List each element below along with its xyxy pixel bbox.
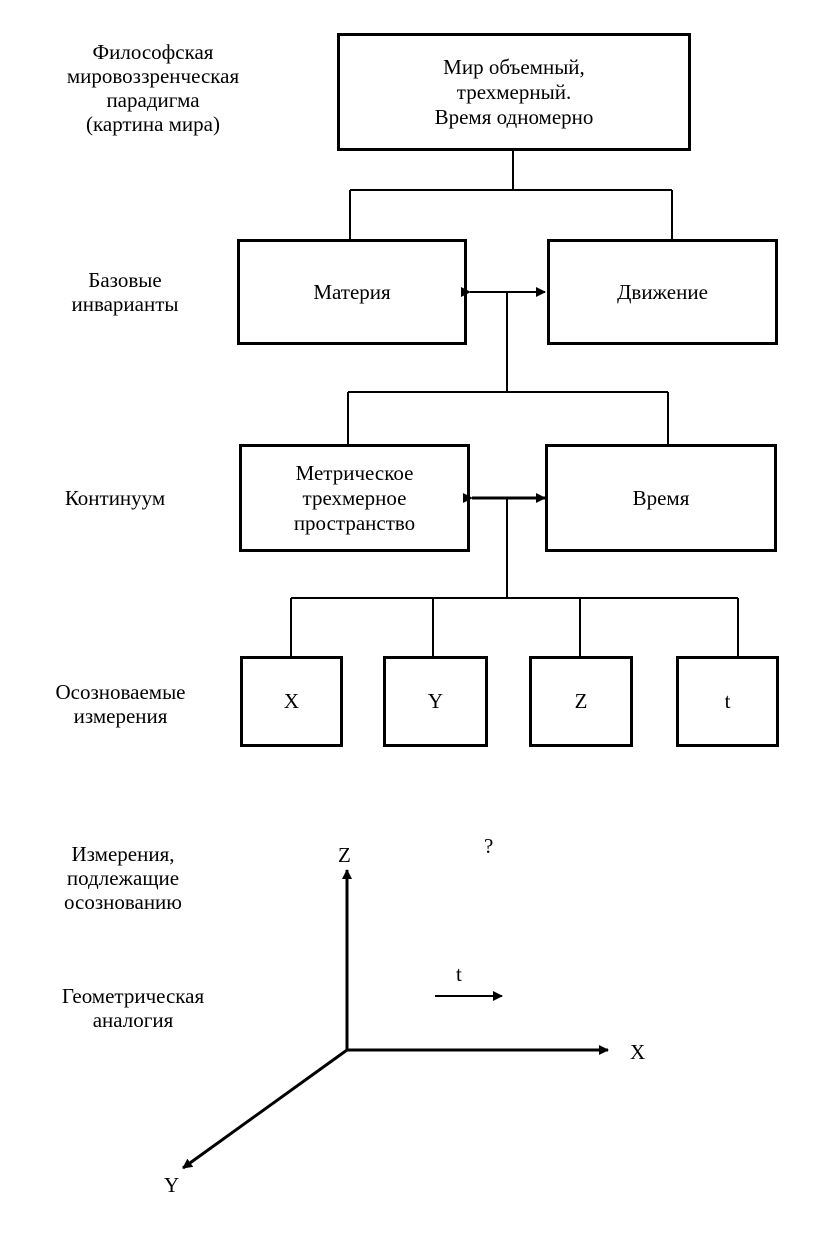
label-analogy-line2: аналогия (92, 1008, 174, 1032)
label-invariants-line2: инварианты (71, 292, 179, 316)
box-dim-t-label: t (724, 689, 731, 713)
label-dimensions-line1: Осозноваемые (55, 680, 186, 704)
box-space-line2: трехмерное (302, 485, 407, 510)
box-space-line1: Метрическое (295, 460, 414, 485)
label-paradigm-line3: парадигма (106, 88, 200, 112)
label-paradigm-line1: Философская (92, 40, 214, 64)
axis-t-label: t (456, 962, 462, 986)
box-time-label: Время (632, 485, 690, 510)
box-space: Метрическое трехмерное пространство (239, 444, 470, 552)
box-world-line3: Время одномерно (434, 104, 594, 129)
box-motion-label: Движение (617, 279, 708, 304)
label-to-realize-line2: подлежащие (66, 866, 180, 890)
label-dimensions: Осозноваемые измерения (38, 680, 203, 728)
axis-y-label: Y (164, 1173, 180, 1197)
label-paradigm-line4: (картина мира) (86, 112, 220, 136)
axis-x-label: X (630, 1040, 646, 1064)
box-dim-z-label: Z (574, 689, 588, 713)
label-to-realize: Измерения, подлежащие осознованию (38, 842, 208, 914)
label-invariants: Базовые инварианты (40, 268, 210, 316)
box-dim-y-label: Y (427, 689, 444, 713)
box-dim-y: Y (383, 656, 488, 747)
label-analogy-line1: Геометрическая (61, 984, 205, 1008)
box-motion: Движение (547, 239, 778, 345)
box-space-line3: пространство (293, 510, 416, 535)
axis-z-label: Z (338, 843, 351, 867)
box-dim-z: Z (529, 656, 633, 747)
label-continuum-line1: Континуум (64, 486, 166, 510)
box-dim-t: t (676, 656, 779, 747)
label-analogy: Геометрическая аналогия (38, 984, 228, 1032)
box-world: Мир объемный, трехмерный. Время одномерн… (337, 33, 691, 151)
box-matter: Материя (237, 239, 467, 345)
box-world-line2: трехмерный. (456, 79, 572, 104)
box-matter-label: Материя (313, 279, 391, 304)
label-invariants-line1: Базовые (88, 268, 162, 292)
label-to-realize-line1: Измерения, (71, 842, 175, 866)
box-dim-x: X (240, 656, 343, 747)
box-dim-x-label: X (283, 689, 300, 713)
label-to-realize-line3: осознованию (63, 890, 182, 914)
label-paradigm: Философская мировоззренческая парадигма … (38, 40, 268, 136)
box-world-line1: Мир объемный, (443, 54, 585, 79)
question-mark: ? (484, 834, 494, 858)
label-dimensions-line2: измерения (73, 704, 168, 728)
label-paradigm-line2: мировоззренческая (66, 64, 240, 88)
box-time: Время (545, 444, 777, 552)
label-continuum: Континуум (40, 486, 190, 510)
